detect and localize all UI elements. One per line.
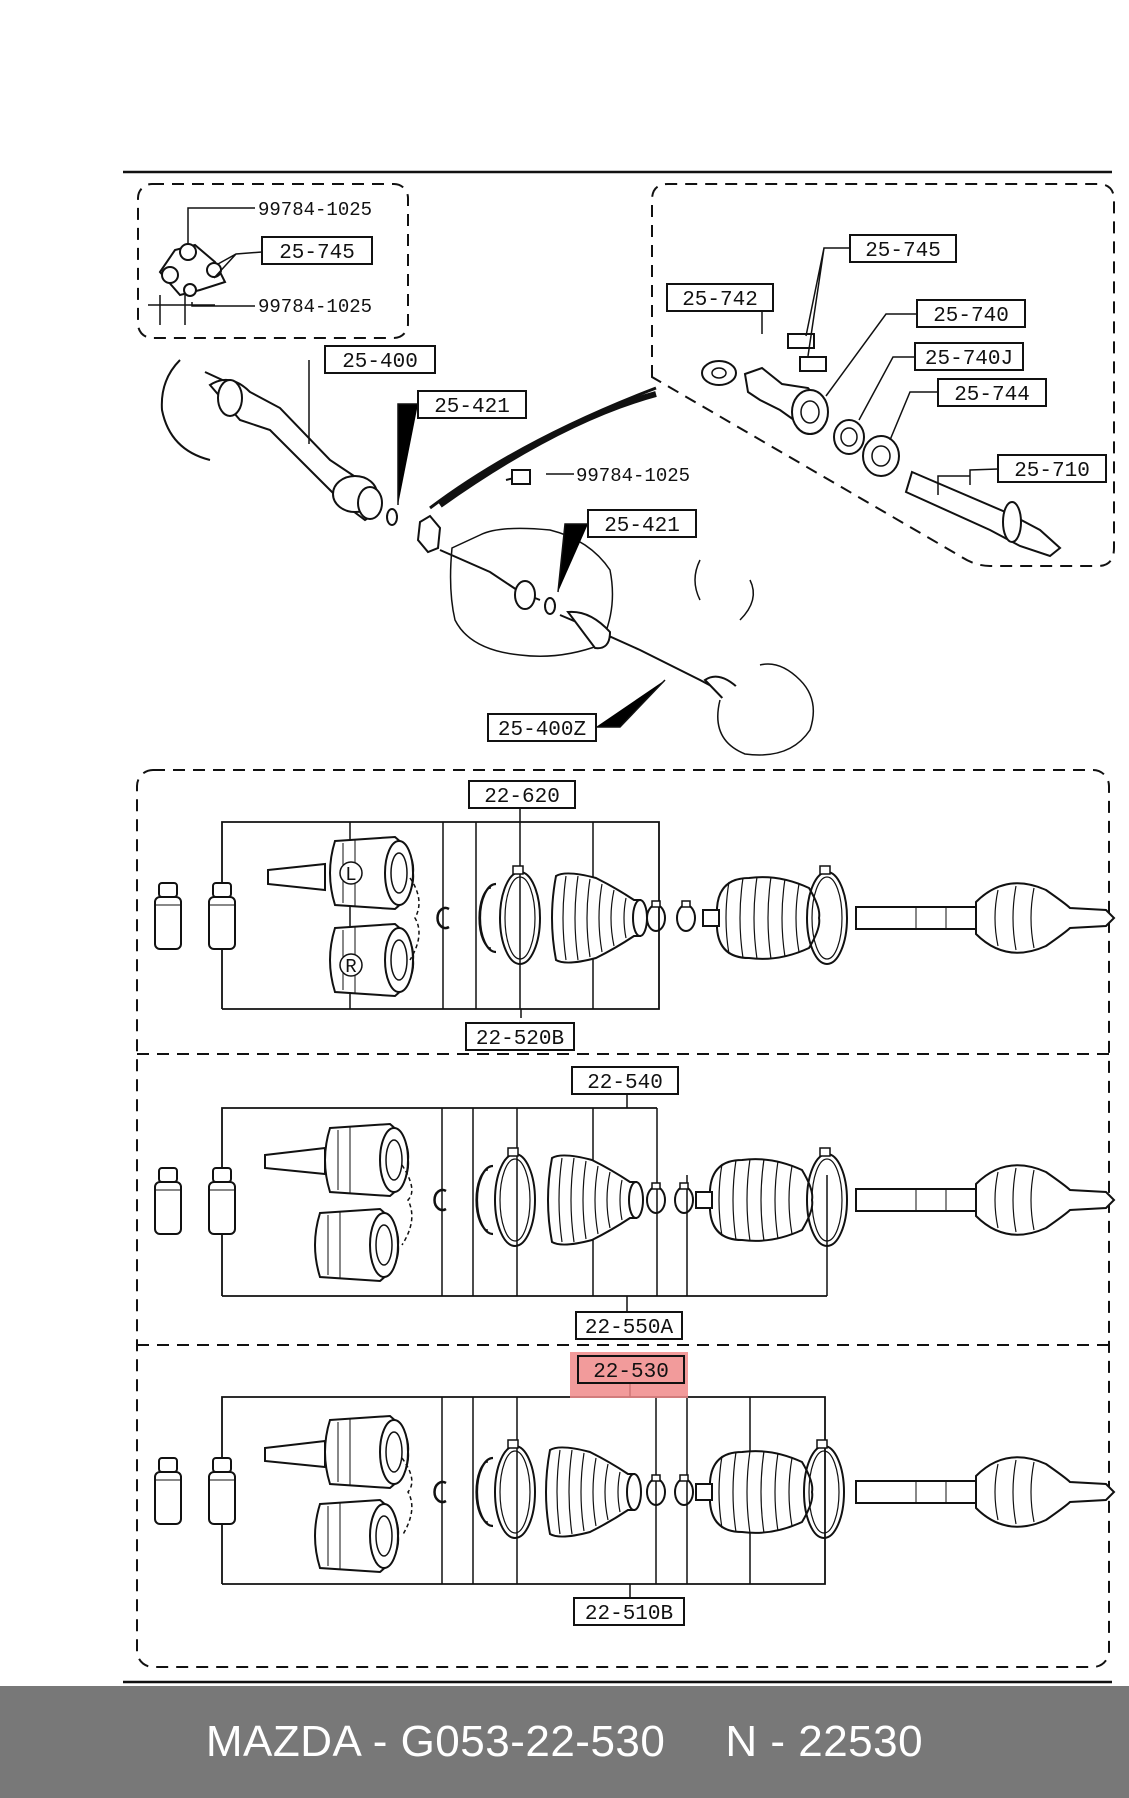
- label-25-740-text: 25-740: [933, 305, 1009, 328]
- exploded-parts-diagram: 25-745 25-400 25-421 25-421 25-400Z 25-7…: [123, 170, 1115, 1684]
- label-25-744[interactable]: 25-744: [937, 378, 1047, 407]
- label-25-740j[interactable]: 25-740J: [914, 342, 1024, 371]
- label-22-520b-text: 22-520B: [476, 1028, 564, 1051]
- axle-assembly-illustration: [160, 359, 815, 756]
- label-25-740[interactable]: 25-740: [916, 299, 1026, 328]
- label-25-745-right-text: 25-745: [865, 240, 941, 263]
- label-25-400[interactable]: 25-400: [324, 345, 436, 374]
- label-99784-1025-shaft[interactable]: 99784-1025: [576, 465, 690, 487]
- driveshaft-kit-panel: [136, 769, 1110, 1668]
- label-25-742-text: 25-742: [682, 289, 758, 312]
- marker-r: R: [345, 956, 356, 978]
- label-22-540-text: 22-540: [587, 1072, 663, 1095]
- label-25-745-left-text: 25-745: [279, 242, 355, 265]
- label-25-421-upper[interactable]: 25-421: [417, 390, 527, 419]
- label-25-421-lower[interactable]: 25-421: [587, 509, 697, 538]
- marker-l: L: [345, 864, 356, 886]
- label-22-530-text: 22-530: [593, 1361, 669, 1384]
- label-22-540[interactable]: 22-540: [571, 1066, 679, 1095]
- label-22-530[interactable]: 22-530: [577, 1355, 685, 1384]
- label-25-421-lower-text: 25-421: [604, 515, 680, 538]
- inset-bearing-detail: [651, 183, 1115, 567]
- label-25-400z[interactable]: 25-400Z: [487, 713, 597, 742]
- label-25-710-text: 25-710: [1014, 460, 1090, 483]
- inset-bracket-detail: [137, 183, 409, 339]
- highlight-22-530: [570, 1352, 688, 1398]
- footer-code: N - 22530: [725, 1717, 924, 1766]
- label-99784-1025-mid[interactable]: 99784-1025: [258, 296, 372, 318]
- kit-section-3: [154, 1382, 1115, 1598]
- label-25-400-text: 25-400: [342, 351, 418, 374]
- part-number-footer: MAZDA - G053-22-530 N - 22530: [0, 1686, 1129, 1798]
- label-25-745-left[interactable]: 25-745: [261, 236, 373, 265]
- label-22-520b[interactable]: 22-520B: [465, 1022, 575, 1051]
- label-22-510b[interactable]: 22-510B: [573, 1597, 685, 1626]
- label-25-742[interactable]: 25-742: [666, 283, 774, 312]
- label-25-744-text: 25-744: [954, 384, 1030, 407]
- kit-section-1: [154, 804, 1115, 1018]
- label-25-421-upper-text: 25-421: [434, 396, 510, 419]
- label-25-740j-text: 25-740J: [925, 348, 1013, 371]
- label-22-550a-text: 22-550A: [585, 1317, 674, 1340]
- label-99784-1025-top[interactable]: 99784-1025: [258, 199, 372, 221]
- label-22-620-text: 22-620: [484, 786, 560, 809]
- label-22-620[interactable]: 22-620: [468, 780, 576, 809]
- label-22-510b-text: 22-510B: [585, 1603, 673, 1626]
- label-22-550a[interactable]: 22-550A: [575, 1311, 683, 1340]
- label-25-710[interactable]: 25-710: [997, 454, 1107, 483]
- kit-section-2: [154, 1092, 1115, 1312]
- label-25-400z-text: 25-400Z: [498, 719, 586, 742]
- label-25-745-right[interactable]: 25-745: [849, 234, 957, 263]
- footer-part-number: MAZDA - G053-22-530: [205, 1717, 666, 1766]
